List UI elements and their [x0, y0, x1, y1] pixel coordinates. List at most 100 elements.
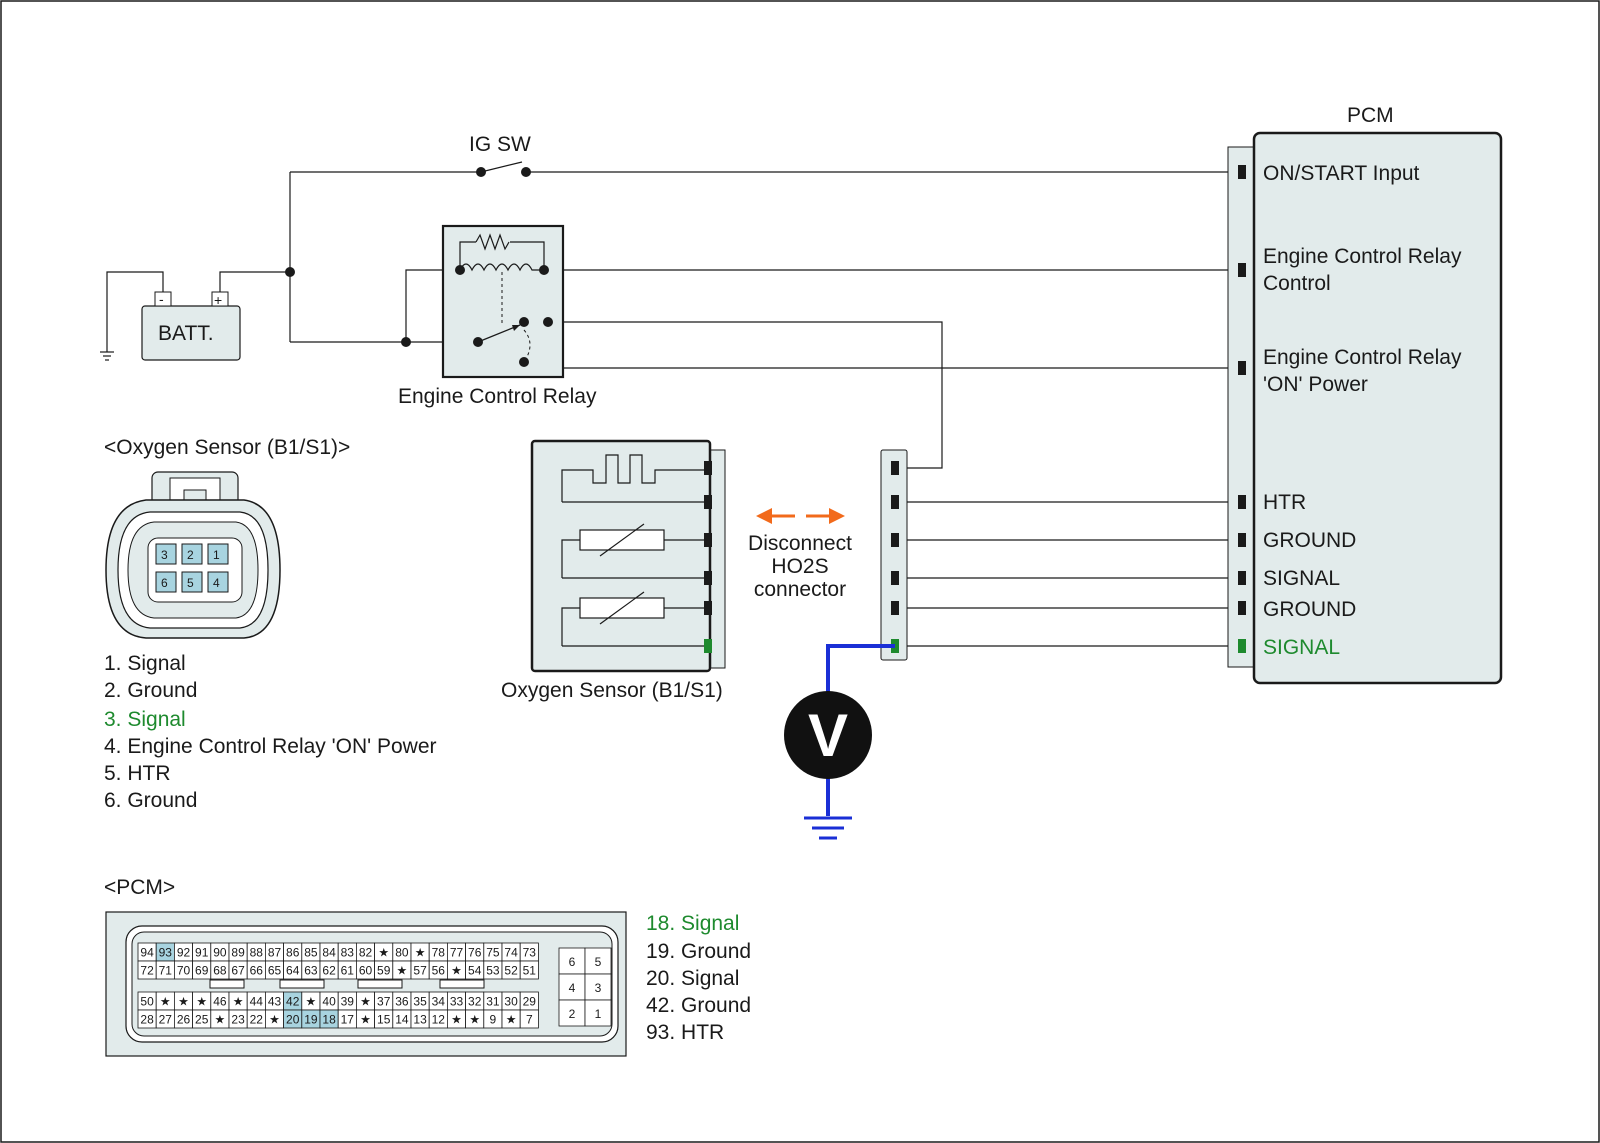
- disconnect-label-line2: HO2S: [771, 555, 828, 578]
- pcm-pin-label: 28: [140, 1013, 154, 1027]
- pcm-small-pin-label: 6: [569, 955, 576, 969]
- pcm-pin-label: 32: [468, 995, 482, 1009]
- sensor-pin: 2: [187, 548, 194, 562]
- pcm-pin-label: 60: [359, 964, 373, 978]
- pcm-pin-label: 9: [490, 1013, 497, 1027]
- pcm-pin-label: 82: [359, 946, 373, 960]
- pcm-terminal-ecr-on-line1: Engine Control Relay: [1263, 346, 1462, 369]
- disconnect-arrows-icon: [756, 508, 845, 524]
- sensor-connector-pins: 3 2 1 6 5 4: [155, 543, 229, 593]
- pcm-pin-label: ★: [378, 946, 389, 960]
- pcm-pin-label: 15: [377, 1013, 391, 1027]
- pcm-pin-label: ★: [397, 964, 408, 978]
- pcm-pin-label: 85: [304, 946, 318, 960]
- pcm-small-pin-cell: [558, 973, 586, 1001]
- junction-dots: [285, 267, 411, 347]
- engine-control-relay: Engine Control Relay: [398, 224, 597, 408]
- pcm-pin-label: 46: [213, 995, 227, 1009]
- pcm-pin-label: 34: [432, 995, 446, 1009]
- pcm-pin-label: 20: [286, 1013, 300, 1027]
- pcm-pin-label: 50: [140, 995, 154, 1009]
- battery-ground-symbol-icon: [100, 351, 114, 361]
- pcm-terminal-ecr-control-line2: Control: [1263, 272, 1331, 295]
- pcm-pin-label: 14: [395, 1013, 409, 1027]
- pcm-small-pin-cell: [584, 999, 612, 1027]
- pcm-pin-label: 93: [159, 946, 173, 960]
- pcm-pin-label: 80: [395, 946, 409, 960]
- pcm-pin-label: ★: [360, 995, 371, 1009]
- voltmeter-ground-icon: [804, 816, 852, 840]
- ig-sw-label: IG SW: [469, 133, 531, 156]
- pcm-legend-item: 20. Signal: [646, 967, 739, 990]
- pcm-pin-label: ★: [506, 1013, 517, 1027]
- pcm-pin-label: 89: [231, 946, 245, 960]
- pcm-pin-label: 42: [286, 995, 300, 1009]
- pcm-terminal-on-start: ON/START Input: [1263, 162, 1420, 185]
- pcm-pin-label: 84: [322, 946, 336, 960]
- sensor-legend-item: 3. Signal: [104, 708, 186, 731]
- pcm-pin-label: 23: [231, 1013, 245, 1027]
- pcm-small-pin-label: 2: [569, 1007, 576, 1021]
- pcm-pin-label: 36: [395, 995, 409, 1009]
- pcm-pin-label: 65: [268, 964, 282, 978]
- sensor-pin: 6: [161, 576, 168, 590]
- pcm-label: PCM: [1347, 104, 1394, 127]
- pcm-small-pin-cell: [584, 947, 612, 975]
- pcm-pin-label: ★: [469, 1013, 480, 1027]
- pcm-pin-label: 66: [250, 964, 264, 978]
- sensor-resistor-1-icon: [561, 523, 708, 579]
- sensor-legend-item: 4. Engine Control Relay 'ON' Power: [104, 735, 437, 758]
- heater-element-icon: [561, 454, 708, 503]
- pcm-pin-label: 30: [504, 995, 518, 1009]
- pcm-pin-label: 71: [159, 964, 173, 978]
- pcm-pin-label: 74: [504, 946, 518, 960]
- pcm-pin-label: 25: [195, 1013, 209, 1027]
- pcm-pin-label: ★: [269, 1013, 280, 1027]
- pcm-small-pin-label: 4: [569, 981, 576, 995]
- pcm-pin-label: ★: [215, 1013, 226, 1027]
- ignition-switch: IG SW: [469, 133, 531, 177]
- pcm-terminal-ground-2: GROUND: [1263, 598, 1356, 621]
- pcm-pin-label: ★: [360, 1013, 371, 1027]
- pcm-pin-label: 91: [195, 946, 209, 960]
- sensor-legend-title: <Oxygen Sensor (B1/S1)>: [104, 436, 350, 459]
- pcm-pin-label: 40: [322, 995, 336, 1009]
- disconnect-label-line3: connector: [754, 578, 846, 601]
- pcm-pin-label: ★: [178, 995, 189, 1009]
- pcm-terminal-ecr-control-line1: Engine Control Relay: [1263, 245, 1462, 268]
- pcm-pin-label: 17: [341, 1013, 355, 1027]
- battery-plus-label: +: [214, 292, 222, 308]
- pcm-pin-cell: [519, 960, 539, 980]
- pcm-pin-label: 87: [268, 946, 282, 960]
- pcm-pin-label: 13: [413, 1013, 427, 1027]
- sensor-resistor-2-icon: [561, 591, 708, 647]
- battery: - + BATT.: [141, 291, 241, 361]
- sensor-pin: 3: [161, 548, 168, 562]
- pcm-pin-label: 33: [450, 995, 464, 1009]
- pcm-pin-label: 57: [413, 964, 427, 978]
- sensor-pin: 5: [187, 576, 194, 590]
- oxygen-sensor-caption: Oxygen Sensor (B1/S1): [501, 679, 723, 702]
- pcm-pin-label: 43: [268, 995, 282, 1009]
- pcm-pin-label: ★: [196, 995, 207, 1009]
- pcm-pin-label: 53: [486, 964, 500, 978]
- pcm-pin-label: 54: [468, 964, 482, 978]
- sensor-legend: <Oxygen Sensor (B1/S1)> 3 2 1: [104, 436, 437, 812]
- pcm-pin-label: 90: [213, 946, 227, 960]
- sensor-legend-item: 2. Ground: [104, 679, 197, 702]
- pcm-pin-label: 86: [286, 946, 300, 960]
- pcm-pin-label: 51: [523, 964, 537, 978]
- pcm-pin-label: ★: [451, 1013, 462, 1027]
- pcm-pin-label: 64: [286, 964, 300, 978]
- relay-coil-icon: [459, 233, 545, 326]
- pcm-legend-item: 18. Signal: [646, 912, 739, 935]
- pcm-terminal-signal-1: SIGNAL: [1263, 567, 1340, 590]
- pcm-legend-item: 42. Ground: [646, 994, 751, 1017]
- pcm-pin-label: 12: [432, 1013, 446, 1027]
- pcm-pin-label: 59: [377, 964, 391, 978]
- harness-connector: [880, 449, 908, 661]
- sensor-pin: 1: [213, 548, 220, 562]
- pcm-pin-label: 69: [195, 964, 209, 978]
